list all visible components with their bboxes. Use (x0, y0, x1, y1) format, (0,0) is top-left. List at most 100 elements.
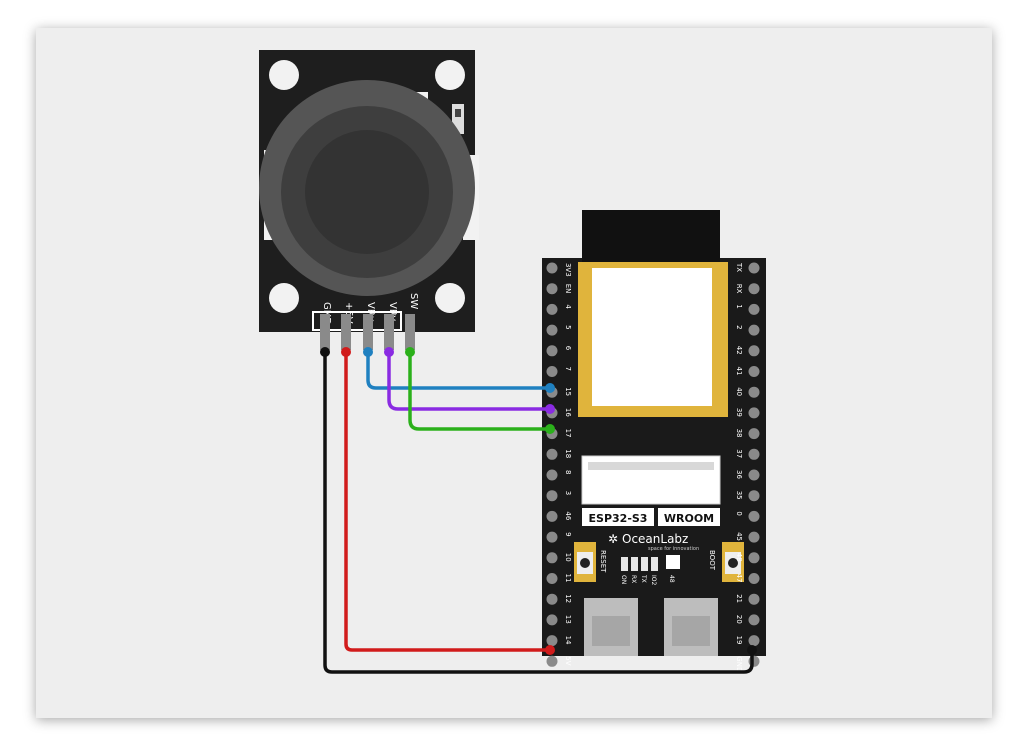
left-pin-label: 3V3 (564, 263, 572, 277)
header-pin (341, 314, 351, 350)
joystick-header-pins (320, 314, 415, 350)
wire-endpoint (341, 347, 351, 357)
left-pin-3v3 (546, 262, 558, 274)
right-pin-label: RX (735, 284, 743, 294)
joystick-module: GND +5V VRx VRy SW (259, 50, 479, 350)
brand-name: OceanLabz (622, 532, 688, 546)
led-rx (631, 557, 638, 571)
right-pin-1 (748, 303, 760, 315)
right-pin-label: 40 (735, 387, 743, 396)
left-pin-label: 10 (564, 553, 572, 562)
right-pin-label: 0 (735, 511, 743, 515)
usb-c-inner (592, 616, 630, 646)
mount-hole (435, 60, 465, 90)
right-pin-35 (748, 490, 760, 502)
right-pin-36 (748, 469, 760, 481)
left-pin-label: 13 (564, 615, 572, 624)
mount-hole (269, 60, 299, 90)
left-pin-10 (546, 552, 558, 564)
fpc-slot (588, 462, 714, 470)
module-label-box (658, 508, 720, 526)
right-pin-20 (748, 614, 760, 626)
led-io2 (651, 557, 658, 571)
left-pin-label: 5V (564, 656, 572, 665)
right-pin-2 (748, 324, 760, 336)
right-pin-label: 36 (735, 470, 743, 479)
right-pin-0 (748, 510, 760, 522)
wire-endpoint (363, 347, 373, 357)
left-pin-label: 7 (564, 367, 572, 371)
chip-label: ESP32-S3 (589, 512, 648, 525)
left-pin-label: 9 (564, 532, 572, 536)
left-pin-label: 11 (564, 574, 572, 583)
wire-vry (387, 352, 550, 411)
right-pin-label: 48 (735, 553, 743, 562)
header-pin (384, 314, 394, 350)
reset-button[interactable]: RESET (574, 542, 607, 582)
left-pin-46 (546, 510, 558, 522)
right-pin-label: 1 (735, 304, 743, 308)
pcb-marking (455, 109, 461, 117)
left-pin-5 (546, 324, 558, 336)
left-pin-14 (546, 635, 558, 647)
right-pin-tx (748, 262, 760, 274)
wire-endpoint (545, 404, 555, 414)
left-pin-en (546, 283, 558, 295)
right-pin-19 (748, 635, 760, 647)
left-pin-label: 5 (564, 325, 572, 329)
left-pin-label: 8 (564, 470, 572, 474)
right-pin-label: 20 (735, 615, 743, 624)
right-pin-39 (748, 407, 760, 419)
wire-endpoint (545, 645, 555, 655)
status-leds: ON RX TX IO2 48 (620, 555, 680, 585)
left-pin-9 (546, 531, 558, 543)
brand-tagline: space for innovation (648, 546, 699, 552)
left-pin-18 (546, 448, 558, 460)
right-pin-label: 42 (735, 346, 743, 355)
wire-endpoint (320, 347, 330, 357)
left-pin-7 (546, 366, 558, 377)
led-on (621, 557, 628, 571)
wires (323, 352, 754, 674)
led-label-io2: IO2 (650, 575, 657, 585)
right-pin-42 (748, 345, 760, 357)
canvas (36, 28, 992, 718)
right-pin-47 (748, 573, 760, 584)
wire-endpoint (384, 347, 394, 357)
led-label-rx: RX (630, 575, 637, 583)
left-pin-label: EN (564, 284, 572, 294)
right-pin-label: 2 (735, 325, 743, 329)
led-tx (641, 557, 648, 571)
boot-button[interactable]: BOOT (708, 542, 744, 582)
antenna (582, 210, 720, 262)
usb-c-port-left[interactable] (584, 598, 638, 656)
header-pin (363, 314, 373, 350)
reset-button-cap (580, 558, 590, 568)
left-pin-label: 15 (564, 387, 572, 396)
left-pin-11 (546, 573, 558, 584)
usb-c-port-right[interactable] (664, 598, 718, 656)
right-pin-label: GND (735, 656, 743, 672)
header-pin (405, 314, 415, 350)
esp32-board: ESP32-S3 WROOM ✲ OceanLabz space for inn… (542, 210, 766, 672)
led-label-tx: TX (640, 574, 647, 583)
right-pin-label: 19 (735, 636, 743, 645)
wire-endpoint (545, 424, 555, 434)
left-pin-6 (546, 345, 558, 357)
right-pin-40 (748, 386, 760, 398)
left-pin-4 (546, 303, 558, 315)
right-pin-37 (748, 448, 760, 460)
wire-endpoint (545, 383, 555, 393)
right-pin-label: TX (735, 262, 743, 272)
right-pin-label: 45 (735, 532, 743, 541)
wire-5v (344, 352, 550, 652)
module-label: WROOM (664, 512, 714, 525)
chip-label-box (582, 508, 654, 526)
led-label-on: ON (620, 575, 627, 584)
module-shield (592, 268, 712, 406)
right-pin-label: 41 (735, 367, 743, 376)
right-pin-label: 21 (735, 594, 743, 603)
left-pin-label: 3 (564, 491, 572, 495)
